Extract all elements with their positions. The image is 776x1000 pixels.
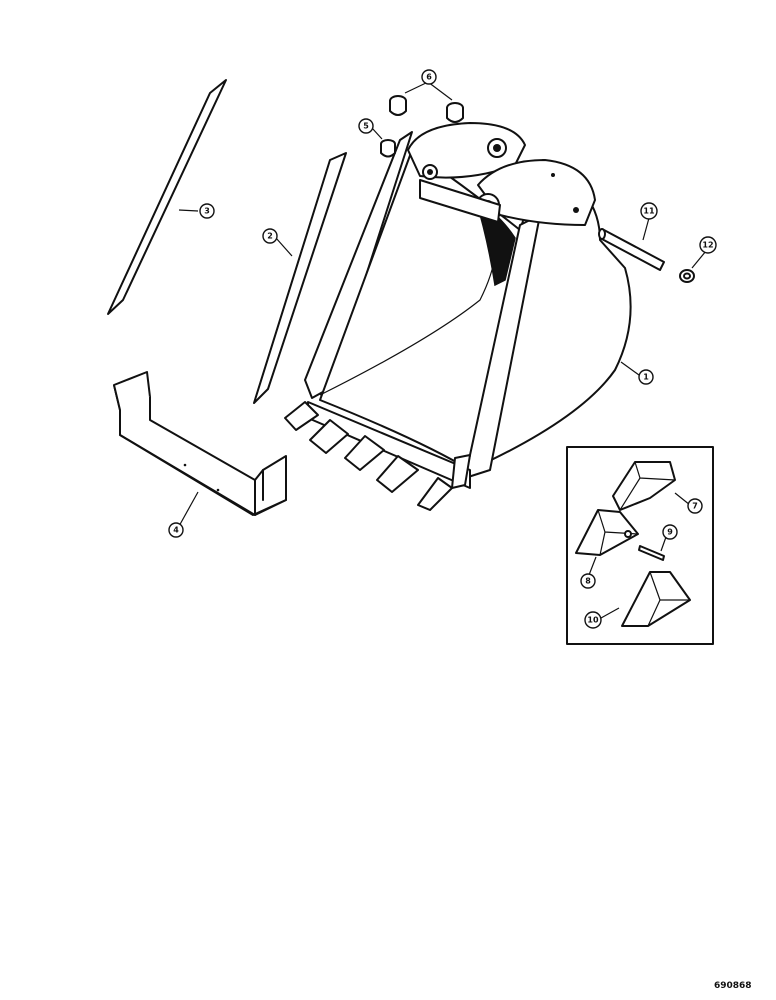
callout-9: 9 (662, 524, 678, 540)
callout-12: 12 (699, 236, 717, 254)
callout-6: 6 (421, 69, 437, 85)
svg-text:11: 11 (643, 207, 655, 216)
part-3-side-cutter (107, 79, 227, 315)
callout-7: 7 (687, 498, 703, 514)
svg-text:4: 4 (173, 526, 179, 535)
svg-text:2: 2 (267, 232, 273, 241)
svg-text:7: 7 (692, 502, 698, 511)
svg-text:6: 6 (426, 73, 432, 82)
callout-10: 10 (584, 611, 602, 629)
part-10-tooth-cap (621, 571, 691, 627)
callout-2: 2 (262, 228, 278, 244)
svg-text:1: 1 (643, 373, 649, 382)
leader-lines (177, 81, 707, 619)
callout-4: 4 (168, 522, 184, 538)
part-11-pin (598, 228, 665, 271)
part-5-bushing (380, 139, 396, 158)
part-9-tooth-pin (638, 545, 665, 561)
document-number: 690868 (714, 981, 752, 991)
callout-5: 5 (358, 118, 374, 134)
callout-3: 3 (199, 203, 215, 219)
part-2-side-cutter (253, 152, 347, 404)
part-8-adapter (575, 509, 639, 556)
callout-8: 8 (580, 573, 596, 589)
svg-text:3: 3 (204, 207, 210, 216)
callout-11: 11 (640, 202, 658, 220)
svg-text:8: 8 (585, 577, 591, 586)
part-1-bucket (284, 122, 632, 511)
svg-text:5: 5 (363, 122, 369, 131)
part-6-bushings (389, 95, 464, 123)
part-7-tooth-point (612, 461, 676, 511)
part-12-washer (679, 269, 695, 283)
svg-text:10: 10 (587, 616, 599, 625)
part-4-wear-plate (113, 371, 287, 516)
svg-text:9: 9 (667, 528, 673, 537)
svg-text:12: 12 (702, 241, 713, 250)
inset-tooth-detail (566, 446, 714, 645)
callout-1: 1 (638, 369, 654, 385)
